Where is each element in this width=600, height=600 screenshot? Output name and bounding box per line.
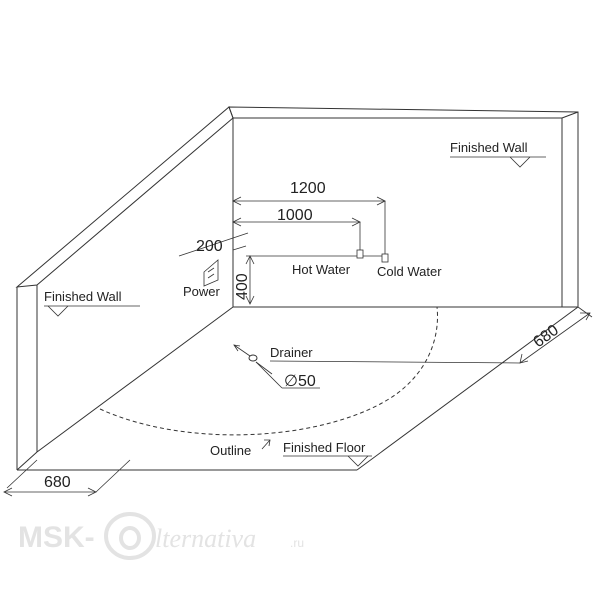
dim-1000-label: 1000 — [277, 207, 313, 224]
finished-wall-left-marker: Finished Wall — [44, 289, 140, 317]
finished-floor-marker: Finished Floor — [283, 440, 372, 467]
outline-label: Outline — [210, 443, 251, 458]
finished-floor-label: Finished Floor — [283, 440, 366, 455]
side-wall — [15, 106, 234, 471]
watermark-mid: lternativa — [155, 524, 256, 553]
outline-marker: Outline — [210, 439, 271, 458]
dim-400-label: 400 — [234, 273, 251, 300]
cold-water-label: Cold Water — [377, 264, 442, 279]
watermark: MSK- lternativa .ru — [18, 512, 304, 560]
at-sign-icon — [104, 512, 156, 560]
dim-1000: 1000 — [232, 207, 361, 258]
power-socket: Power — [183, 259, 221, 299]
dim-680-right-label: 680 — [530, 322, 562, 352]
watermark-left: MSK- — [18, 521, 95, 554]
finished-wall-right-label: Finished Wall — [450, 140, 528, 155]
dim-680-left: 680 — [3, 459, 131, 497]
hot-water-outlet: Hot Water — [292, 249, 364, 277]
cold-water-outlet: Cold Water — [377, 253, 442, 279]
dim-1200-label: 1200 — [290, 180, 326, 197]
dim-200: 200 — [178, 232, 249, 257]
drainer-label: Drainer — [270, 345, 313, 360]
watermark-suffix: .ru — [290, 536, 304, 550]
power-label: Power — [183, 284, 221, 299]
drain-diameter-label: ∅50 — [284, 373, 316, 390]
dim-1200: 1200 — [232, 180, 386, 258]
dim-200-label: 200 — [196, 238, 223, 255]
finished-wall-right-marker: Finished Wall — [450, 140, 546, 168]
tub-outline — [99, 306, 438, 436]
dim-680-right: 680 — [519, 306, 593, 364]
floor — [17, 306, 579, 471]
hot-water-label: Hot Water — [292, 262, 351, 277]
dim-680-left-label: 680 — [44, 474, 71, 491]
drainer: Drainer ∅50 — [233, 344, 521, 390]
finished-wall-left-label: Finished Wall — [44, 289, 122, 304]
